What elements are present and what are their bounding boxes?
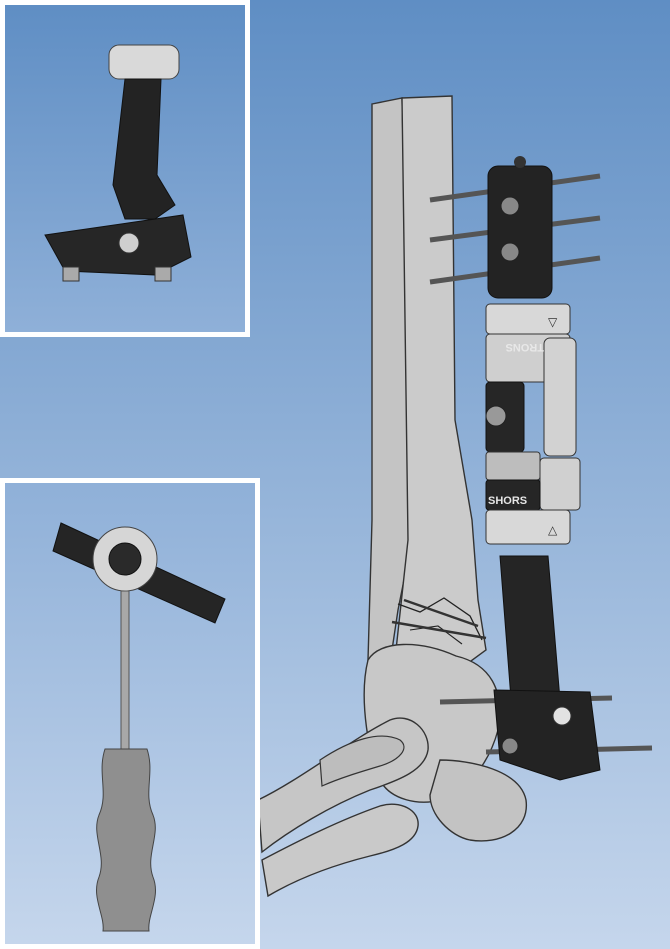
lower-clamp-arm — [439, 555, 653, 781]
t-handle-wrench-icon — [52, 522, 226, 932]
fixator-body: TRONS SHORS ▽ △ — [485, 303, 581, 545]
leg-bones — [257, 95, 527, 898]
triangle-mark-lower: △ — [548, 523, 558, 537]
triangle-mark-upper: ▽ — [548, 315, 558, 329]
ball-joint-clamp-icon — [44, 44, 192, 282]
clamp-detail-inset — [0, 0, 250, 337]
upper-pin-clamp — [429, 156, 601, 299]
upper-engraving: TRONS — [506, 341, 545, 353]
lower-engraving: SHORS — [488, 495, 527, 507]
wrench-detail-inset — [0, 478, 260, 949]
